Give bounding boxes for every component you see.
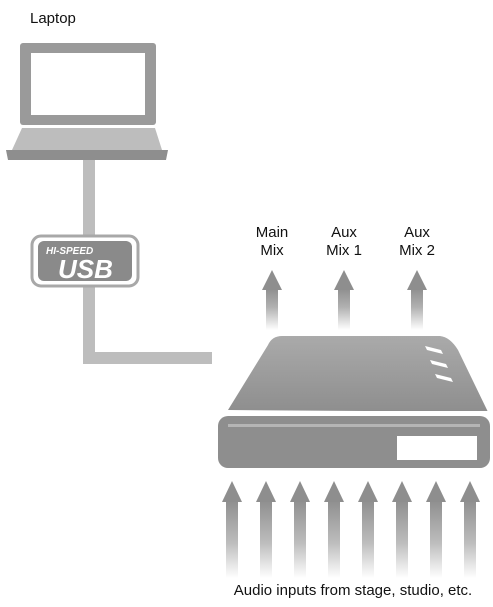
main-mix-label-line2: Mix xyxy=(260,242,284,259)
device-display xyxy=(397,436,477,460)
aux-mix-1-label-line2: Mix 1 xyxy=(326,242,362,259)
input-arrows xyxy=(222,481,480,578)
input-arrow xyxy=(426,481,446,578)
input-arrow xyxy=(222,481,242,578)
input-arrow xyxy=(290,481,310,578)
hi-speed-usb-logo: HI-SPEED USB xyxy=(30,234,140,288)
input-arrow xyxy=(256,481,276,578)
aux-mix-2-arrow xyxy=(407,270,427,330)
usb-logo-top-text: HI-SPEED xyxy=(46,246,93,257)
aux-mix-2-label-line1: Aux xyxy=(404,224,430,241)
main-mix-arrow xyxy=(262,270,282,330)
input-arrow xyxy=(324,481,344,578)
usb-logo-bottom-text: USB xyxy=(58,254,113,284)
audio-interface-device xyxy=(218,336,490,468)
aux-mix-2-label-line2: Mix 2 xyxy=(399,242,435,259)
usb-cable xyxy=(83,160,212,364)
aux-mix-1-label-line1: Aux xyxy=(331,224,357,241)
aux-mix-1-arrow xyxy=(334,270,354,330)
input-arrow xyxy=(358,481,378,578)
input-arrow xyxy=(460,481,480,578)
laptop-icon xyxy=(6,43,168,160)
audio-inputs-label: Audio inputs from stage, studio, etc. xyxy=(234,582,472,599)
input-arrow xyxy=(392,481,412,578)
main-mix-label-line1: Main xyxy=(256,224,289,241)
laptop-label: Laptop xyxy=(30,10,76,27)
